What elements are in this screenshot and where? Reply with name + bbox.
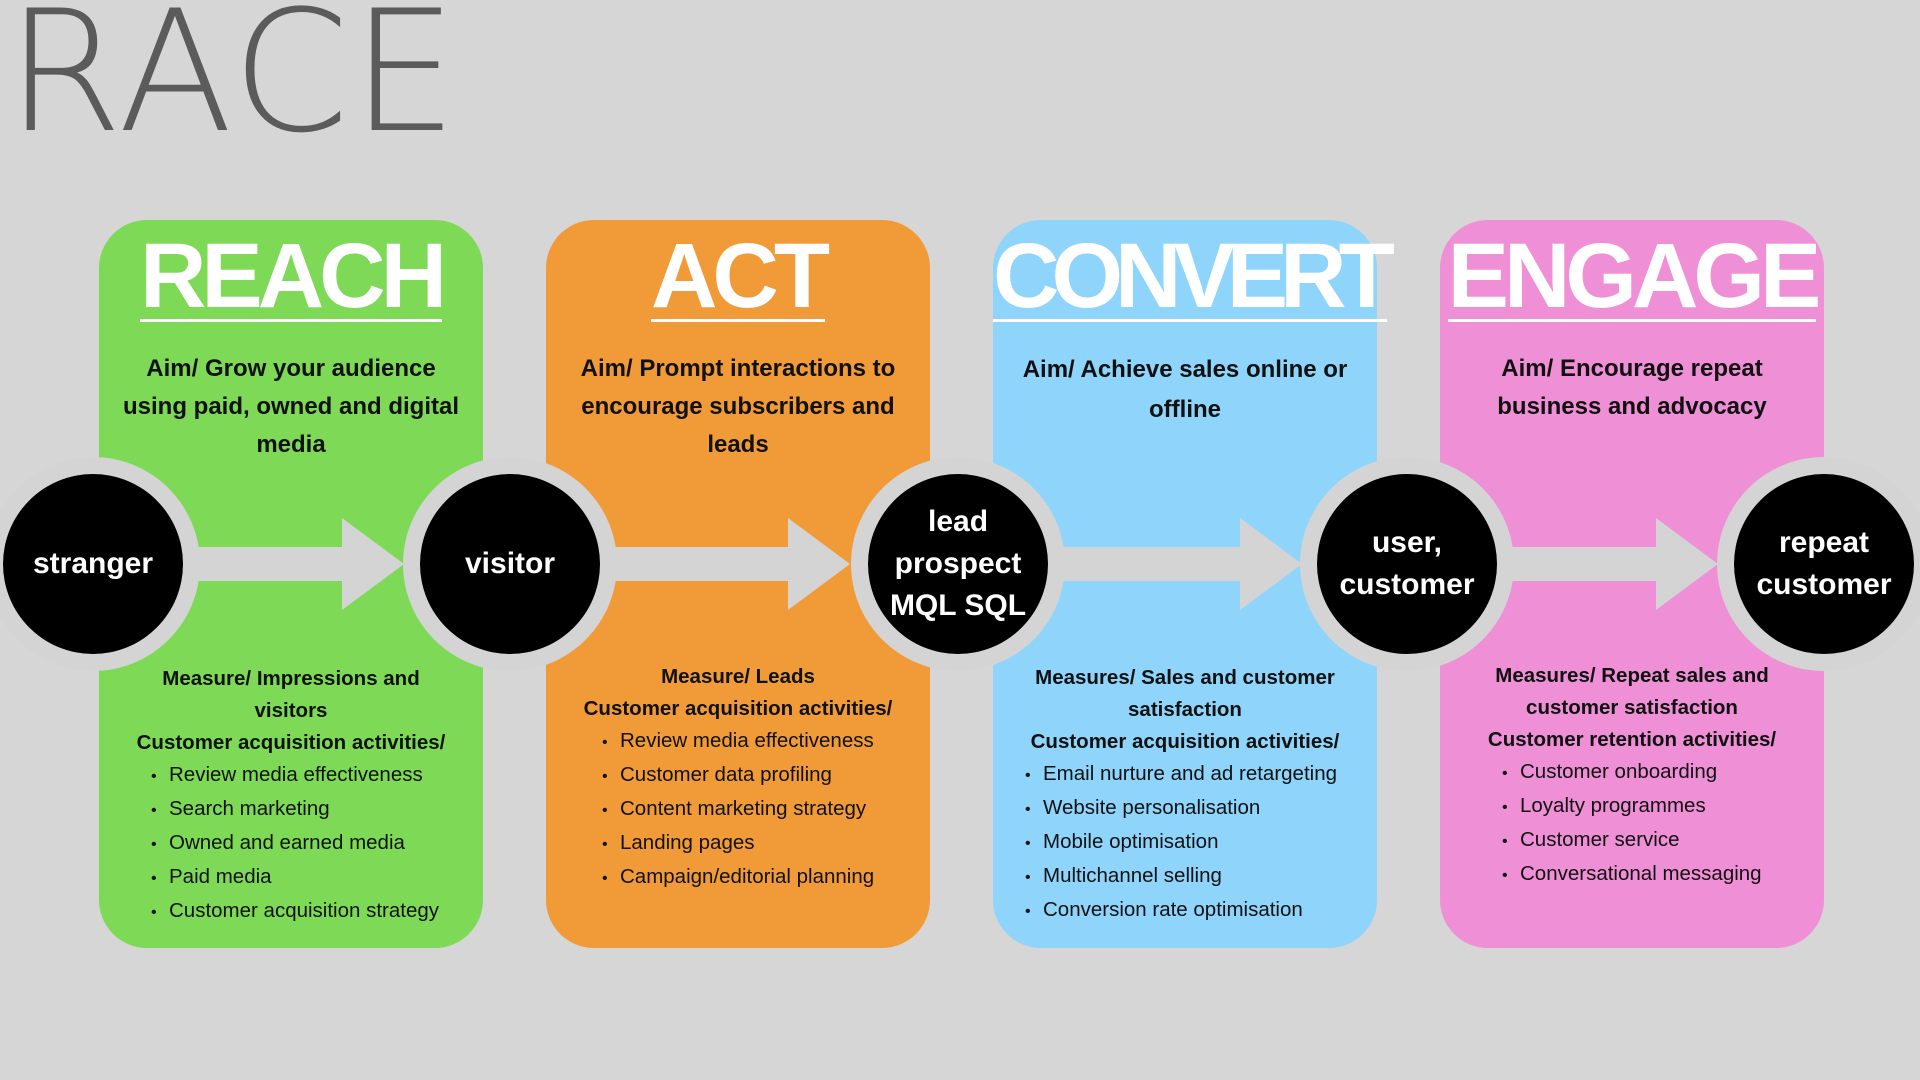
stage-heading-text: CONVERT xyxy=(993,225,1395,327)
stage-measure-block: Measure/ Leads Customer acquisition acti… xyxy=(562,661,914,895)
arrow-shaft xyxy=(198,547,344,581)
stage-measure: Measure/ Leads xyxy=(661,665,815,688)
stage-node-customer: user, customer xyxy=(1317,474,1497,654)
stage-aim: Aim/ Prompt interactions to encourage su… xyxy=(580,355,896,458)
list-item: Review media effectiveness xyxy=(602,725,914,759)
list-item: Review media effectiveness xyxy=(151,759,467,793)
arrow-head xyxy=(1240,518,1302,610)
list-item: Email nurture and ad retargeting xyxy=(1025,758,1361,792)
list-item: Multichannel selling xyxy=(1025,860,1361,894)
flow-arrow xyxy=(198,518,404,610)
stage-node-repeat-customer: repeat customer xyxy=(1734,474,1914,654)
stage-activities-title: Customer acquisition activities/ xyxy=(1030,730,1340,753)
stage-node-stranger: stranger xyxy=(3,474,183,654)
list-item: Search marketing xyxy=(151,793,467,827)
arrow-shaft xyxy=(1502,547,1658,581)
list-item: Campaign/editorial planning xyxy=(602,861,914,895)
stage-measure: Measures/ Repeat sales and customer sati… xyxy=(1495,664,1769,719)
list-item: Mobile optimisation xyxy=(1025,826,1361,860)
arrow-head xyxy=(342,518,404,610)
stage-aim: Aim/ Grow your audience using paid, owne… xyxy=(123,355,459,458)
stage-activities-list: Email nurture and ad retargeting Website… xyxy=(1025,758,1361,928)
stage-measure-block: Measures/ Sales and customer satisfactio… xyxy=(1009,662,1361,928)
arrow-shaft xyxy=(1062,547,1242,581)
stage-heading-text: ENGAGE xyxy=(1447,225,1821,327)
list-item: Loyalty programmes xyxy=(1502,790,1808,824)
stage-heading-text: REACH xyxy=(139,225,447,327)
stage-aim: Aim/ Achieve sales online or offline xyxy=(1022,356,1348,423)
stage-activities-list: Review media effectiveness Customer data… xyxy=(602,725,914,895)
list-item: Conversational messaging xyxy=(1502,858,1808,892)
stage-activities-list: Review media effectiveness Search market… xyxy=(151,759,467,929)
list-item: Customer acquisition strategy xyxy=(151,895,467,929)
page-title: RACE xyxy=(6,0,460,170)
list-item: Paid media xyxy=(151,861,467,895)
stage-aim: Aim/ Encourage repeat business and advoc… xyxy=(1497,355,1767,420)
stage-measure-block: Measures/ Repeat sales and customer sati… xyxy=(1456,660,1808,892)
list-item: Customer service xyxy=(1502,824,1808,858)
list-item: Landing pages xyxy=(602,827,914,861)
list-item: Owned and earned media xyxy=(151,827,467,861)
stage-activities-list: Customer onboarding Loyalty programmes C… xyxy=(1502,756,1808,892)
list-item: Content marketing strategy xyxy=(602,793,914,827)
arrow-head xyxy=(1656,518,1718,610)
flow-arrow xyxy=(1502,518,1718,610)
arrow-head xyxy=(788,518,850,610)
list-item: Customer data profiling xyxy=(602,759,914,793)
stage-heading: CONVERT xyxy=(993,220,1395,322)
stage-measure: Measure/ Impressions and visitors xyxy=(162,667,420,722)
list-item: Website personalisation xyxy=(1025,792,1361,826)
stage-heading-text: ACT xyxy=(650,225,830,327)
stage-node-visitor: visitor xyxy=(420,474,600,654)
arrow-shaft xyxy=(614,547,790,581)
stage-heading: ENGAGE xyxy=(1440,220,1824,322)
list-item: Customer onboarding xyxy=(1502,756,1808,790)
stage-activities-title: Customer acquisition activities/ xyxy=(136,731,446,754)
stage-heading: ACT xyxy=(546,220,930,322)
stage-activities-title: Customer retention activities/ xyxy=(1487,728,1777,751)
list-item: Conversion rate optimisation xyxy=(1025,894,1361,928)
stage-measure-block: Measure/ Impressions and visitors Custom… xyxy=(115,663,467,929)
stage-heading: REACH xyxy=(99,220,483,322)
stage-node-lead: lead prospect MQL SQL xyxy=(868,474,1048,654)
stage-measure: Measures/ Sales and customer satisfactio… xyxy=(1035,666,1335,721)
stage-activities-title: Customer acquisition activities/ xyxy=(583,697,893,720)
flow-arrow xyxy=(1062,518,1302,610)
flow-arrow xyxy=(614,518,850,610)
